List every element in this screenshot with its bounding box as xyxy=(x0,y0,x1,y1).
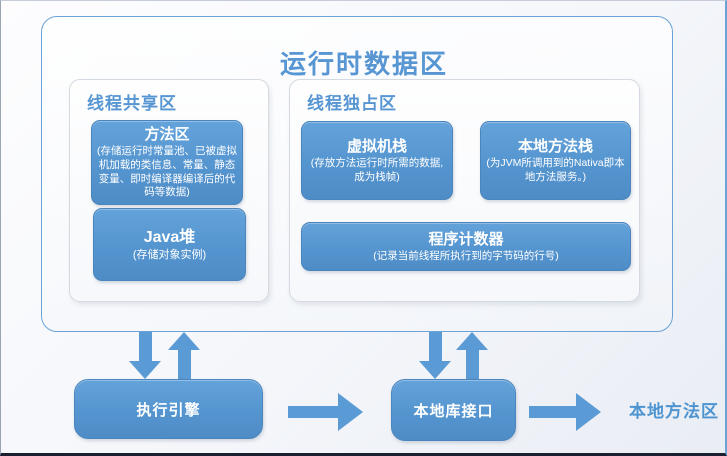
thread-shared-section: 线程共享区 方法区 (存储运行时常量池、已被虚拟机加载的类信息、常量、静态变量、… xyxy=(69,79,269,302)
execution-engine-box: 执行引擎 xyxy=(74,379,263,439)
arrow-up-icon xyxy=(456,332,489,379)
method-area-title: 方法区 xyxy=(144,126,190,144)
arrow-down-icon xyxy=(419,332,452,379)
runtime-data-area-container: 运行时数据区 线程共享区 方法区 (存储运行时常量池、已被虚拟机加载的类信息、常… xyxy=(41,16,673,332)
native-method-stack-box: 本地方法栈 (为JVM所调用到的Nativa即本地方法服务。) xyxy=(480,121,631,200)
arrow-down-icon xyxy=(129,332,162,379)
arrow-right-icon xyxy=(288,393,363,431)
thread-shared-title: 线程共享区 xyxy=(87,94,177,113)
arrow-right-icon xyxy=(529,393,601,431)
program-counter-box: 程序计数器 (记录当前线程所执行到的字节码的行号) xyxy=(301,222,631,271)
method-area-box: 方法区 (存储运行时常量池、已被虚拟机加载的类信息、常量、静态变量、即时编译器编… xyxy=(91,120,243,205)
java-heap-desc: (存储对象实例) xyxy=(132,249,207,262)
native-method-stack-desc: (为JVM所调用到的Nativa即本地方法服务。) xyxy=(486,156,625,183)
program-counter-desc: (记录当前线程所执行到的字节码的行号) xyxy=(373,249,559,262)
program-counter-title: 程序计数器 xyxy=(428,230,504,248)
vm-stack-box: 虚拟机栈 (存放方法运行时所需的数据, 成为栈帧) xyxy=(301,121,453,200)
vm-stack-desc: (存放方法运行时所需的数据, 成为栈帧) xyxy=(310,156,444,183)
thread-exclusive-section: 线程独占区 虚拟机栈 (存放方法运行时所需的数据, 成为栈帧) 本地方法栈 (为… xyxy=(289,79,640,302)
native-library-interface-box: 本地库接口 xyxy=(391,379,516,441)
method-area-desc: (存储运行时常量池、已被虚拟机加载的类信息、常量、静态变量、即时编译器编译后的代… xyxy=(97,145,237,199)
vm-stack-title: 虚拟机栈 xyxy=(346,137,407,155)
native-method-area-label: 本地方法区 xyxy=(629,402,719,421)
java-heap-title: Java堆 xyxy=(143,228,196,246)
runtime-data-area-title: 运行时数据区 xyxy=(280,49,449,79)
arrow-up-icon xyxy=(168,332,201,379)
native-method-stack-title: 本地方法栈 xyxy=(517,137,593,155)
thread-exclusive-title: 线程独占区 xyxy=(307,94,397,113)
java-heap-box: Java堆 (存储对象实例) xyxy=(93,208,246,281)
